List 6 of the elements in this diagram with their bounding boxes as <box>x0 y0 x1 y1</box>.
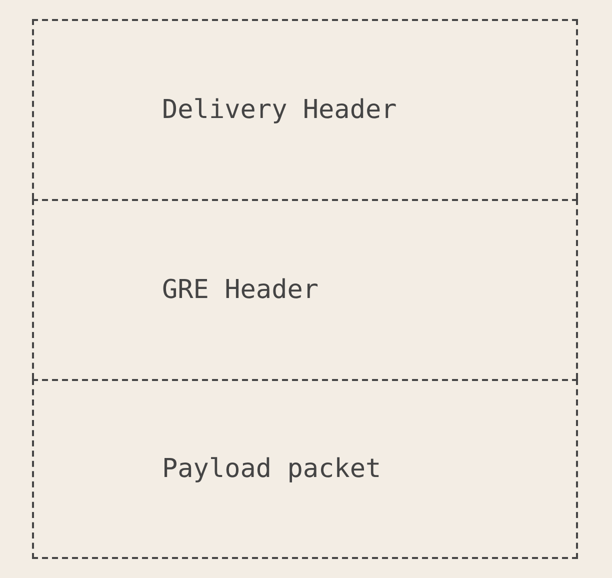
layer-label: Payload packet <box>162 454 382 484</box>
packet-layer-box <box>32 19 578 199</box>
packet-layer-box <box>32 199 578 379</box>
layer-label: GRE Header <box>162 275 319 305</box>
layer-label: Delivery Header <box>162 95 397 125</box>
packet-layer-box <box>32 379 578 559</box>
